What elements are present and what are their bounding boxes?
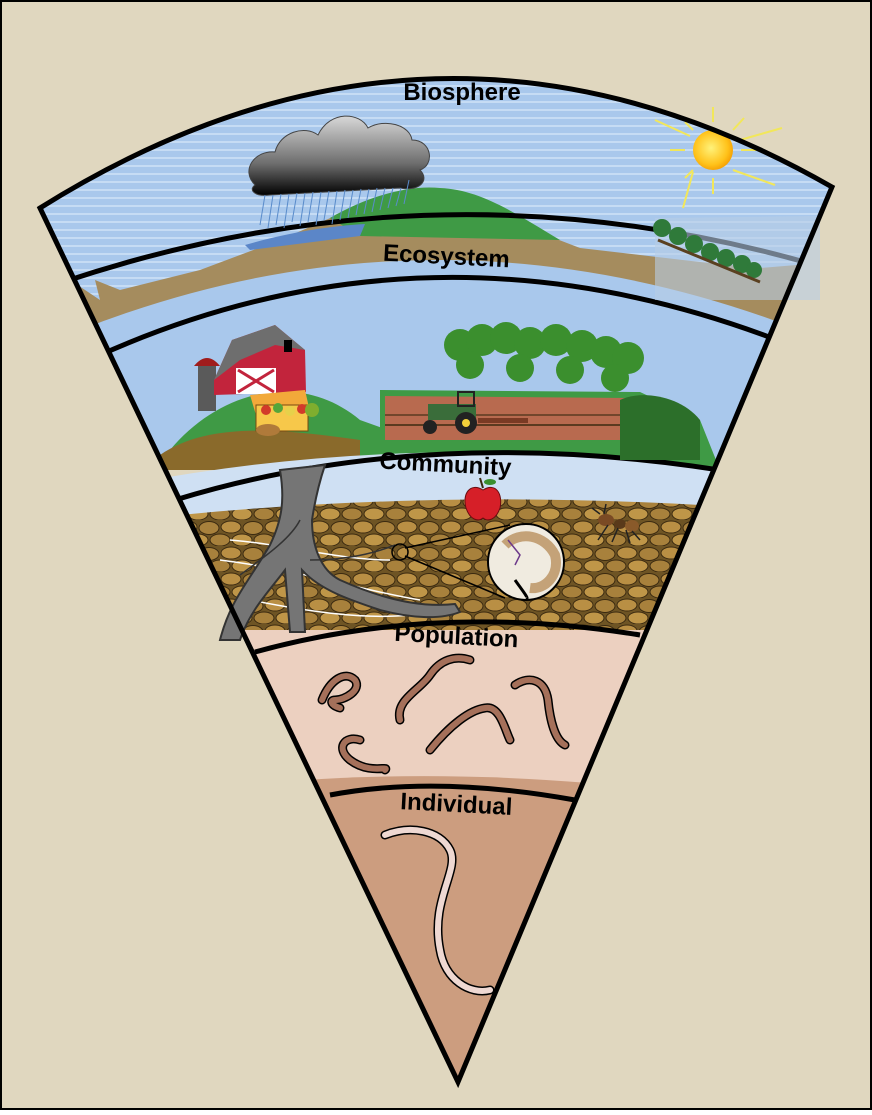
layer-label-biosphere: Biosphere bbox=[403, 79, 520, 106]
tree-row-icon bbox=[653, 216, 820, 300]
